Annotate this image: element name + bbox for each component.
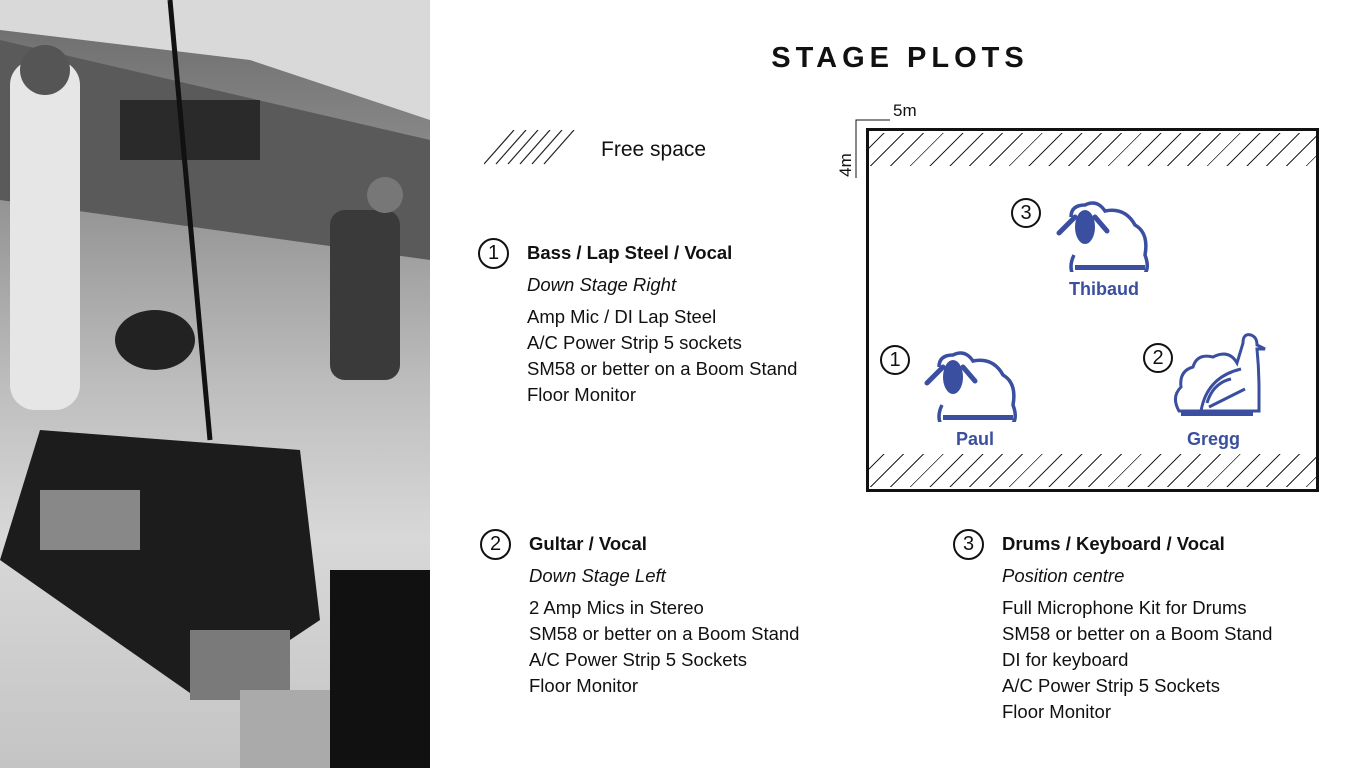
section-position: Down Stage Left bbox=[529, 565, 666, 586]
free-space-label: Free space bbox=[601, 138, 707, 161]
performer-name-gregg: Gregg bbox=[1187, 429, 1241, 449]
section-position: Position centre bbox=[1002, 565, 1125, 586]
list-item: Amp Mic / DI Lap Steel bbox=[527, 306, 717, 327]
sheep-icon bbox=[924, 351, 1017, 422]
list-item: SM58 or better on a Boom Stand bbox=[1002, 623, 1273, 644]
free-space-band-bottom bbox=[869, 454, 1316, 487]
section-position: Down Stage Right bbox=[527, 274, 677, 295]
section-number-1: 1 bbox=[478, 238, 509, 269]
list-item: Full Microphone Kit for Drums bbox=[1002, 597, 1247, 618]
section-title: Bass / Lap Steel / Vocal bbox=[527, 242, 733, 263]
list-item: Floor Monitor bbox=[529, 675, 638, 696]
list-item: 2 Amp Mics in Stereo bbox=[529, 597, 704, 618]
list-item: DI for keyboard bbox=[1002, 649, 1129, 670]
performer-number-3: 3 bbox=[1011, 198, 1041, 228]
sheep-icon bbox=[1056, 201, 1149, 272]
turkey-icon bbox=[1174, 333, 1266, 416]
section-number-3: 3 bbox=[953, 529, 984, 560]
list-item: A/C Power Strip 5 Sockets bbox=[1002, 675, 1220, 696]
section-guitar: Gultar / Vocal Down Stage Left 2 Amp Mic… bbox=[529, 531, 799, 699]
free-space-band-top bbox=[869, 133, 1316, 166]
list-item: A/C Power Strip 5 Sockets bbox=[529, 649, 747, 670]
band-photo-illustration bbox=[0, 0, 430, 768]
page-title: STAGE PLOTS bbox=[771, 42, 1029, 74]
list-item: SM58 or better on a Boom Stand bbox=[527, 358, 798, 379]
performer-name-paul: Paul bbox=[956, 429, 995, 449]
list-item: Floor Monitor bbox=[1002, 701, 1111, 722]
free-space-hatch-icon bbox=[484, 130, 575, 165]
section-title: Drums / Keyboard / Vocal bbox=[1002, 533, 1225, 554]
stage-width-label: 5m bbox=[893, 101, 917, 120]
list-item: SM58 or better on a Boom Stand bbox=[529, 623, 800, 644]
dimension-bracket bbox=[855, 119, 890, 178]
stage-depth-label: 4m bbox=[835, 153, 855, 177]
section-title: Gultar / Vocal bbox=[529, 533, 647, 554]
performer-number-2: 2 bbox=[1143, 343, 1173, 373]
section-drums: Drums / Keyboard / Vocal Position centre… bbox=[1002, 531, 1272, 725]
band-photo bbox=[0, 0, 430, 768]
performer-number-1: 1 bbox=[880, 345, 910, 375]
section-bass: Bass / Lap Steel / Vocal Down Stage Righ… bbox=[527, 240, 797, 408]
list-item: A/C Power Strip 5 sockets bbox=[527, 332, 742, 353]
list-item: Floor Monitor bbox=[527, 384, 636, 405]
stage-plot: 3 Thibaud 1 Paul 2 Gregg bbox=[866, 128, 1319, 492]
performer-name-thibaud: Thibaud bbox=[1069, 279, 1139, 299]
section-number-2: 2 bbox=[480, 529, 511, 560]
